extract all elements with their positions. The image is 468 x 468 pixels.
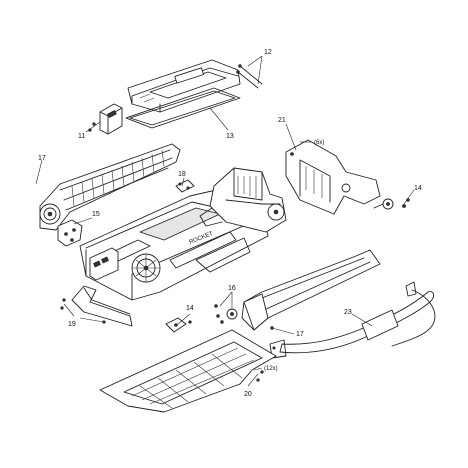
small-clip xyxy=(175,179,195,193)
callout-11: 11 xyxy=(78,133,85,140)
callout-20: 20 xyxy=(244,391,252,398)
leader-lines xyxy=(35,55,415,387)
switch-housing xyxy=(88,103,123,135)
note-12x: (12x) xyxy=(264,366,278,372)
callout-21: 21 xyxy=(278,117,286,124)
side-grille-panel xyxy=(39,143,181,231)
lower-fitting xyxy=(165,317,192,333)
callout-13: 13 xyxy=(226,133,234,140)
motor-block xyxy=(199,167,287,233)
callout-14-right: 14 xyxy=(414,185,422,192)
top-cover-lid xyxy=(127,59,241,113)
callout-15: 15 xyxy=(92,211,100,218)
callout-17-left: 17 xyxy=(38,155,46,162)
note-6x: (6x) xyxy=(314,140,324,146)
callout-18: 18 xyxy=(178,171,186,178)
extension-arm xyxy=(241,249,381,331)
callout-23: 23 xyxy=(344,309,352,316)
cover-screws xyxy=(236,64,263,89)
right-mounting-bracket xyxy=(285,139,381,215)
coupling-and-screws xyxy=(214,304,238,324)
callout-labels: 12 13 11 17 18 15 21 (6x) 14 19 14 16 17… xyxy=(38,49,422,398)
callout-12: 12 xyxy=(264,49,272,56)
lid-gasket xyxy=(125,87,241,129)
side-mounting-bracket xyxy=(57,219,83,247)
callout-14-lower: 14 xyxy=(186,305,194,312)
callout-16: 16 xyxy=(228,285,236,292)
bottom-grille-tray xyxy=(99,329,277,413)
callout-17-right: 17 xyxy=(296,331,304,338)
lower-handle-bar xyxy=(60,285,133,327)
callout-19: 19 xyxy=(68,321,76,328)
carry-strap xyxy=(269,281,436,359)
